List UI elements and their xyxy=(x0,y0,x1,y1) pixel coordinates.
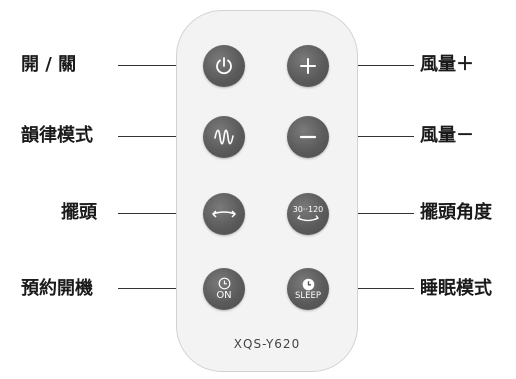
leader-line-rhythm xyxy=(118,136,196,137)
timer-on-button[interactable]: ON xyxy=(203,268,245,310)
label-power: 開 / 關 xyxy=(21,54,77,75)
leader-line-fan-down xyxy=(344,136,414,137)
leader-line-power xyxy=(118,65,196,66)
leader-line-sleep xyxy=(344,288,414,289)
label-swing: 擺頭 xyxy=(61,202,97,223)
leader-line-swing xyxy=(118,213,196,214)
swing-angle-text: 30··120 xyxy=(292,205,324,214)
power-icon xyxy=(216,57,232,75)
fan-speed-down-button[interactable] xyxy=(287,116,329,158)
label-sleep: 睡眠模式 xyxy=(420,278,492,299)
leader-line-timer xyxy=(118,288,196,289)
swing-button[interactable] xyxy=(203,193,245,235)
label-fan-down: 風量－ xyxy=(420,125,474,146)
swing-arrows-icon xyxy=(211,210,237,218)
swing-angle-button[interactable]: 30··120 xyxy=(287,193,329,235)
label-rhythm: 韻律模式 xyxy=(21,125,93,146)
wave-icon xyxy=(214,129,234,145)
rhythm-mode-button[interactable] xyxy=(203,116,245,158)
model-number: XQS-Y620 xyxy=(233,337,301,351)
label-swing-angle: 擺頭角度 xyxy=(420,202,492,223)
minus-icon xyxy=(299,135,317,139)
clock-filled-icon xyxy=(302,278,314,291)
label-timer: 預約開機 xyxy=(21,278,93,299)
power-button[interactable] xyxy=(203,45,245,87)
sleep-mode-button[interactable]: SLEEP xyxy=(287,268,329,310)
remote-control: 30··120 ON SLEEP XQS-Y620 xyxy=(176,10,358,372)
fan-speed-up-button[interactable] xyxy=(287,45,329,87)
label-fan-up: 風量＋ xyxy=(420,54,474,75)
swing-angle-arrows-icon xyxy=(296,215,320,222)
plus-icon xyxy=(300,58,316,74)
clock-outline-icon xyxy=(218,277,230,290)
leader-line-fan-up xyxy=(344,65,414,66)
sleep-text: SLEEP xyxy=(295,290,321,301)
leader-line-swing-angle xyxy=(344,213,414,214)
timer-on-text: ON xyxy=(216,290,232,301)
